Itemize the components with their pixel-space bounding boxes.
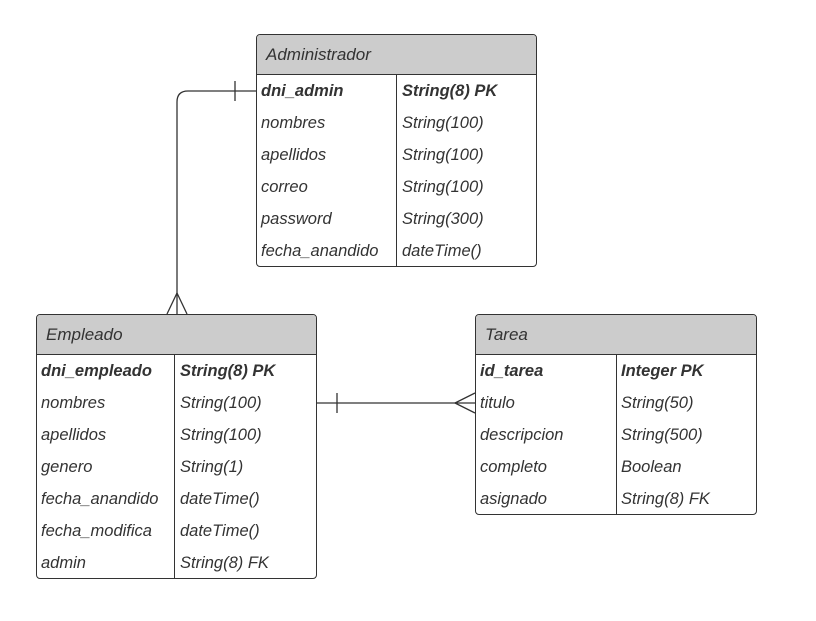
attribute-list: id_tarea Integer PK titulo String(50) descri…: [476, 355, 756, 514]
attribute-type: String(100): [180, 394, 262, 412]
attribute-row: genero String(1): [37, 451, 316, 483]
many-marker: [454, 392, 476, 414]
entity-empleado[interactable]: Empleado dni_empleado String(8) PK nombres…: [36, 314, 317, 579]
attribute-type: dateTime(): [402, 242, 482, 260]
relationship-administrador-empleado: [166, 81, 256, 315]
attribute-row: nombres String(100): [257, 107, 536, 139]
attribute-type: String(100): [402, 178, 484, 196]
attribute-name: apellidos: [261, 146, 327, 164]
attribute-row: dni_empleado String(8) PK: [37, 355, 316, 387]
attribute-name: titulo: [480, 394, 515, 412]
attribute-row: dni_admin String(8) PK: [257, 75, 536, 107]
attribute-type: String(50): [621, 394, 694, 412]
entity-tarea[interactable]: Tarea id_tarea Integer PK titulo String(50)…: [475, 314, 757, 515]
attribute-type: String(100): [180, 426, 262, 444]
attribute-type: dateTime(): [180, 490, 260, 508]
attribute-row: password String(300): [257, 203, 536, 235]
attribute-type: String(8) PK: [180, 362, 276, 380]
attribute-name: genero: [41, 458, 93, 476]
attribute-name: id_tarea: [480, 362, 544, 380]
attribute-name: correo: [261, 178, 308, 196]
attribute-row: id_tarea Integer PK: [476, 355, 756, 387]
attribute-row: fecha_modifica dateTime(): [37, 515, 316, 547]
attribute-row: asignado String(8) FK: [476, 483, 756, 514]
column-divider: [396, 75, 397, 266]
attribute-name: descripcion: [480, 426, 564, 444]
attribute-name: apellidos: [41, 426, 107, 444]
entity-title: Tarea: [476, 315, 756, 355]
attribute-type: dateTime(): [180, 522, 260, 540]
many-marker: [166, 292, 188, 315]
entity-title: Administrador: [257, 35, 536, 75]
attribute-row: fecha_anandido dateTime(): [257, 235, 536, 266]
attribute-row: titulo String(50): [476, 387, 756, 419]
attribute-name: password: [261, 210, 332, 228]
attribute-name: admin: [41, 554, 86, 572]
attribute-type: Boolean: [621, 458, 682, 476]
attribute-type: String(8) FK: [180, 554, 269, 572]
attribute-name: fecha_anandido: [261, 242, 379, 260]
attribute-name: fecha_anandido: [41, 490, 159, 508]
attribute-row: nombres String(100): [37, 387, 316, 419]
attribute-type: String(8) FK: [621, 490, 710, 508]
entity-title: Empleado: [37, 315, 316, 355]
attribute-row: fecha_anandido dateTime(): [37, 483, 316, 515]
attribute-name: nombres: [41, 394, 106, 412]
column-divider: [174, 355, 175, 578]
attribute-type: String(8) PK: [402, 82, 498, 100]
attribute-row: admin String(8) FK: [37, 547, 316, 578]
attribute-row: completo Boolean: [476, 451, 756, 483]
attribute-row: apellidos String(100): [257, 139, 536, 171]
attribute-type: String(1): [180, 458, 244, 476]
attribute-name: dni_admin: [261, 82, 344, 100]
attribute-name: nombres: [261, 114, 326, 132]
attribute-name: fecha_modifica: [41, 522, 152, 540]
relationship-empleado-tarea: [317, 392, 476, 414]
attribute-row: correo String(100): [257, 171, 536, 203]
attribute-name: asignado: [480, 490, 547, 508]
entity-administrador[interactable]: Administrador dni_admin String(8) PK nombr…: [256, 34, 537, 267]
attribute-type: String(500): [621, 426, 703, 444]
attribute-row: descripcion String(500): [476, 419, 756, 451]
attribute-name: dni_empleado: [41, 362, 152, 380]
attribute-name: completo: [480, 458, 547, 476]
attribute-type: String(300): [402, 210, 484, 228]
attribute-type: String(100): [402, 146, 484, 164]
column-divider: [616, 355, 617, 514]
attribute-row: apellidos String(100): [37, 419, 316, 451]
attribute-type: Integer PK: [621, 362, 704, 380]
attribute-type: String(100): [402, 114, 484, 132]
